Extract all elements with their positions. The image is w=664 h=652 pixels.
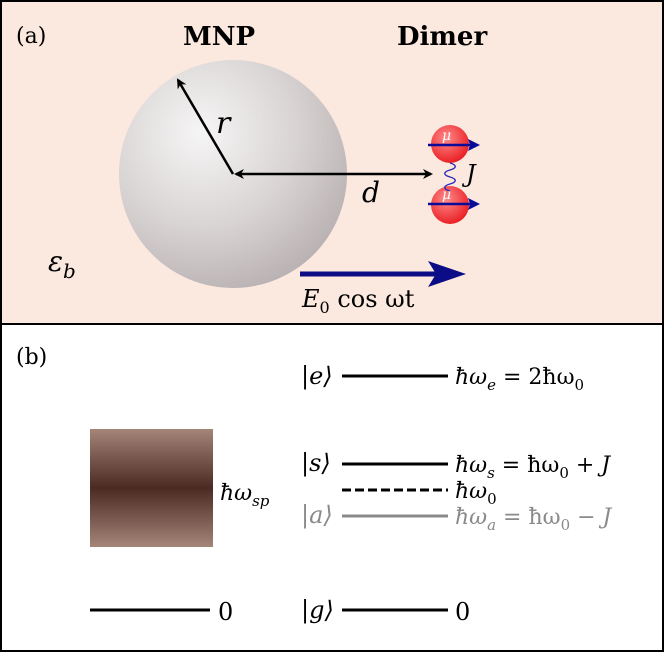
radius-label: r bbox=[216, 106, 232, 141]
ket-s: |s⟩ bbox=[301, 449, 331, 478]
ket-g: |g⟩ bbox=[301, 596, 334, 625]
dipole-label-bottom: μ bbox=[442, 187, 451, 203]
medium-label: εb bbox=[48, 245, 76, 283]
energy-s-label: ħωs = ħω0 + J bbox=[455, 453, 611, 482]
field-arrowhead bbox=[428, 261, 466, 287]
dipole-arrowhead-top bbox=[468, 139, 480, 151]
ket-e: |e⟩ bbox=[301, 362, 333, 391]
energy-e-label: ħωe = 2ħω0 bbox=[455, 365, 584, 394]
energy-a-label: ħωa = ħω0 − J bbox=[455, 505, 613, 534]
panel-a-label: (a) bbox=[16, 24, 46, 49]
energy-0-label: ħω0 bbox=[455, 479, 497, 508]
ket-a: |a⟩ bbox=[301, 501, 333, 530]
mnp-title: MNP bbox=[183, 22, 255, 52]
distance-label: d bbox=[362, 176, 380, 209]
coupling-spring bbox=[444, 162, 456, 192]
plasmon-label: ħωsp bbox=[220, 481, 270, 510]
dipole-label-top: μ bbox=[442, 128, 451, 144]
radius-arrow bbox=[176, 78, 235, 175]
mnp-ground-value: 0 bbox=[218, 598, 233, 626]
dimer-title: Dimer bbox=[397, 22, 487, 52]
field-label: E0 cos ωt bbox=[301, 285, 415, 317]
panel-b-label: (b) bbox=[16, 345, 47, 370]
dimer-ground-value: 0 bbox=[455, 598, 470, 626]
dipole-arrowhead-bottom bbox=[468, 198, 480, 210]
plasmon-band bbox=[90, 429, 213, 547]
